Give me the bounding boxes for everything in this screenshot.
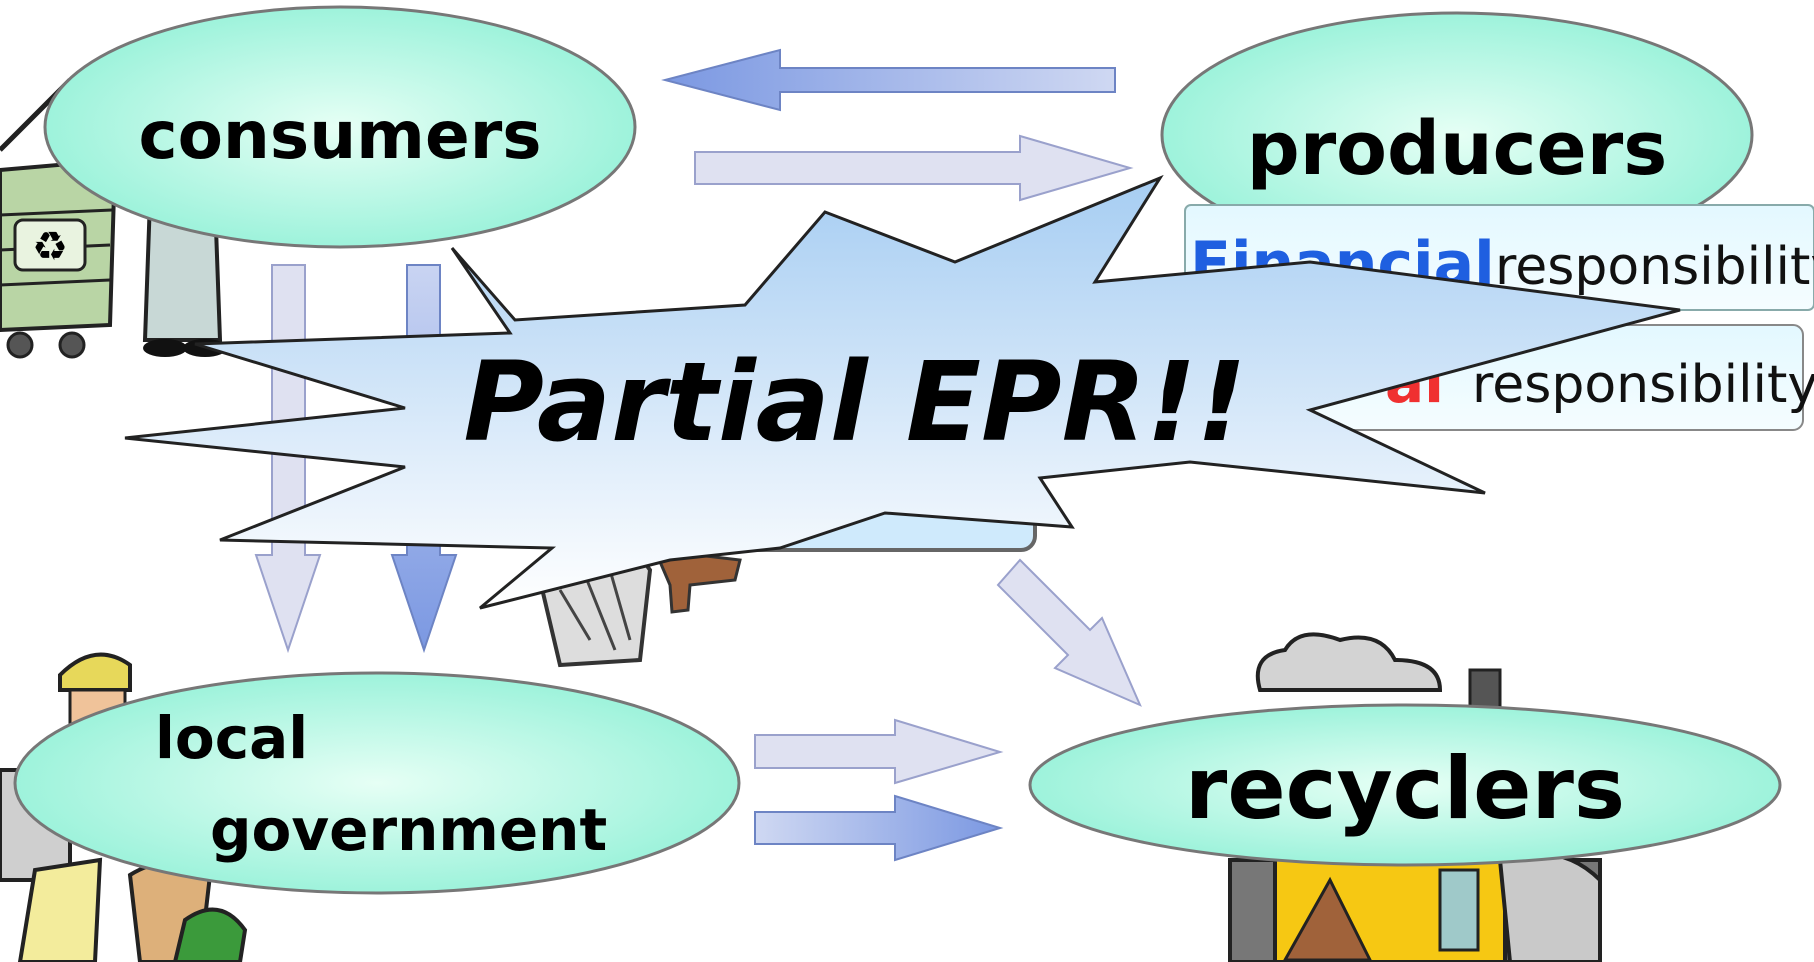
arrow-government-to-recyclers-light [754, 718, 1004, 785]
arrow-producers-to-recyclers [996, 558, 1142, 707]
recyclers-label: recyclers [1185, 739, 1625, 839]
producers-label: producers [1247, 106, 1668, 192]
financial-suffix: responsibility [1495, 237, 1814, 297]
node-recyclers: recyclers [1028, 703, 1782, 867]
arrow-government-to-recyclers-blue [754, 794, 1004, 862]
arrow-consumers-to-producers [694, 134, 1134, 202]
node-producers: producers [1160, 11, 1754, 259]
government-label: government [210, 796, 607, 864]
node-consumers: consumers [43, 5, 637, 249]
svg-text:♻: ♻ [32, 224, 68, 270]
arrow-producers-to-consumers [661, 48, 1116, 112]
burst-shape [124, 174, 1681, 610]
consumers-label: consumers [138, 97, 541, 174]
factory-icon [1228, 632, 1602, 962]
physical-suffix: responsibility [1472, 355, 1814, 415]
burst-text: Partial EPR!! [463, 338, 1246, 466]
node-local-government: local government [13, 671, 741, 895]
recycle-bin-icon: ♻ [0, 78, 118, 359]
local-label: local [155, 704, 308, 772]
partial-epr-burst: Partial EPR!! [124, 174, 1681, 610]
